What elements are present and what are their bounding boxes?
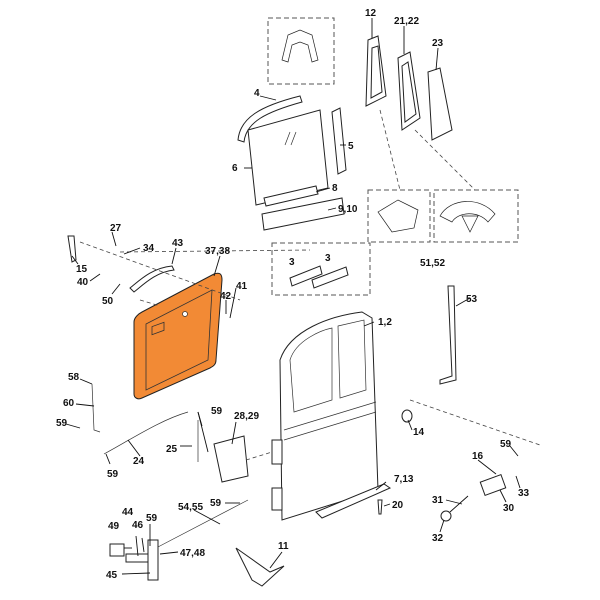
door-window-opening <box>289 327 333 413</box>
callout-32: 32 <box>432 533 444 544</box>
callout-8: 8 <box>332 183 338 194</box>
vent-seal-detail-box-2 <box>433 189 519 243</box>
vent-frame <box>365 35 387 107</box>
check-bumper <box>401 409 413 423</box>
glass-channel-a <box>289 265 323 287</box>
sill-plate <box>315 483 392 519</box>
lock-cylinder-rod <box>155 499 249 549</box>
callout-3b: 3 <box>325 253 331 264</box>
lock-bezel <box>109 543 125 557</box>
upper-hinge <box>271 439 283 465</box>
glass-run-channel <box>237 95 303 143</box>
callout-59-f: 59 <box>146 513 158 524</box>
callout-59-c: 59 <box>107 469 119 480</box>
callout-11: 11 <box>278 541 289 552</box>
callout-25: 25 <box>166 444 178 455</box>
callout-21-22: 21,22 <box>394 16 419 27</box>
lock-rod <box>91 383 101 433</box>
callout-7-13: 7,13 <box>394 474 414 485</box>
vent-seal-profile-2 <box>439 201 496 233</box>
callout-3a: 3 <box>289 257 295 268</box>
leader-lines <box>65 18 521 575</box>
callout-37-38: 37,38 <box>205 246 230 257</box>
callout-49: 49 <box>108 521 120 532</box>
callout-44: 44 <box>122 507 134 518</box>
callout-42: 42 <box>220 291 232 302</box>
callout-59-b: 59 <box>211 406 223 417</box>
callout-1-2: 1,2 <box>378 317 392 328</box>
vent-glass <box>427 67 453 141</box>
glass-sash <box>261 197 345 231</box>
glass-run-vertical <box>331 107 347 175</box>
door-latch <box>213 435 249 483</box>
callout-4: 4 <box>254 88 260 99</box>
seal-detail-box <box>267 17 335 85</box>
callout-6: 6 <box>232 163 238 174</box>
window-regulator <box>235 547 285 587</box>
callout-33: 33 <box>518 488 530 499</box>
seal-profile <box>281 29 319 63</box>
callout-50: 50 <box>102 296 114 307</box>
callout-58: 58 <box>68 372 80 383</box>
callout-24: 24 <box>133 456 145 467</box>
actuator <box>479 474 507 496</box>
callout-59-a: 59 <box>56 418 68 429</box>
callout-41: 41 <box>236 281 248 292</box>
callout-23: 23 <box>432 38 444 49</box>
callout-46: 46 <box>132 520 144 531</box>
callout-20: 20 <box>392 500 404 511</box>
vent-seal-detail-box <box>367 189 431 243</box>
inside-handle-rod <box>103 411 189 455</box>
callout-53: 53 <box>466 294 478 305</box>
glass-channel-b <box>311 266 349 289</box>
callout-15: 15 <box>76 264 88 275</box>
grommet <box>440 510 452 522</box>
vent-glass-frame <box>397 51 421 131</box>
glass-channel-detail-box <box>271 242 371 296</box>
callout-34: 34 <box>143 243 155 254</box>
door-check-rod <box>439 285 457 385</box>
callout-47-48: 47,48 <box>180 548 205 559</box>
callout-labels: 12 21,22 23 4 5 6 8 9,10 27 34 43 37,38 … <box>56 8 530 581</box>
callout-51-52: 51,52 <box>420 258 445 269</box>
callout-30: 30 <box>503 503 515 514</box>
callout-43: 43 <box>172 238 184 249</box>
door-glass <box>247 109 329 206</box>
callout-31: 31 <box>432 495 444 506</box>
callout-14: 14 <box>413 427 425 438</box>
callout-5: 5 <box>348 141 354 152</box>
callout-9-10: 9,10 <box>338 204 358 215</box>
callout-12: 12 <box>365 8 377 19</box>
lower-hinge <box>271 487 283 511</box>
callout-59-d: 59 <box>500 439 512 450</box>
callout-60: 60 <box>63 398 75 409</box>
glass-channel <box>263 185 319 207</box>
callout-27: 27 <box>110 223 122 234</box>
window-crank <box>67 235 77 263</box>
lock-lever <box>147 539 159 581</box>
vent-seal-profile <box>377 199 419 233</box>
callout-40: 40 <box>77 277 89 288</box>
pull-handle <box>129 265 175 293</box>
callout-54-55: 54,55 <box>178 502 203 513</box>
screw <box>377 499 383 515</box>
callout-59-e: 59 <box>210 498 222 509</box>
callout-28-29: 28,29 <box>234 411 259 422</box>
callout-45: 45 <box>106 570 118 581</box>
callout-16: 16 <box>472 451 484 462</box>
